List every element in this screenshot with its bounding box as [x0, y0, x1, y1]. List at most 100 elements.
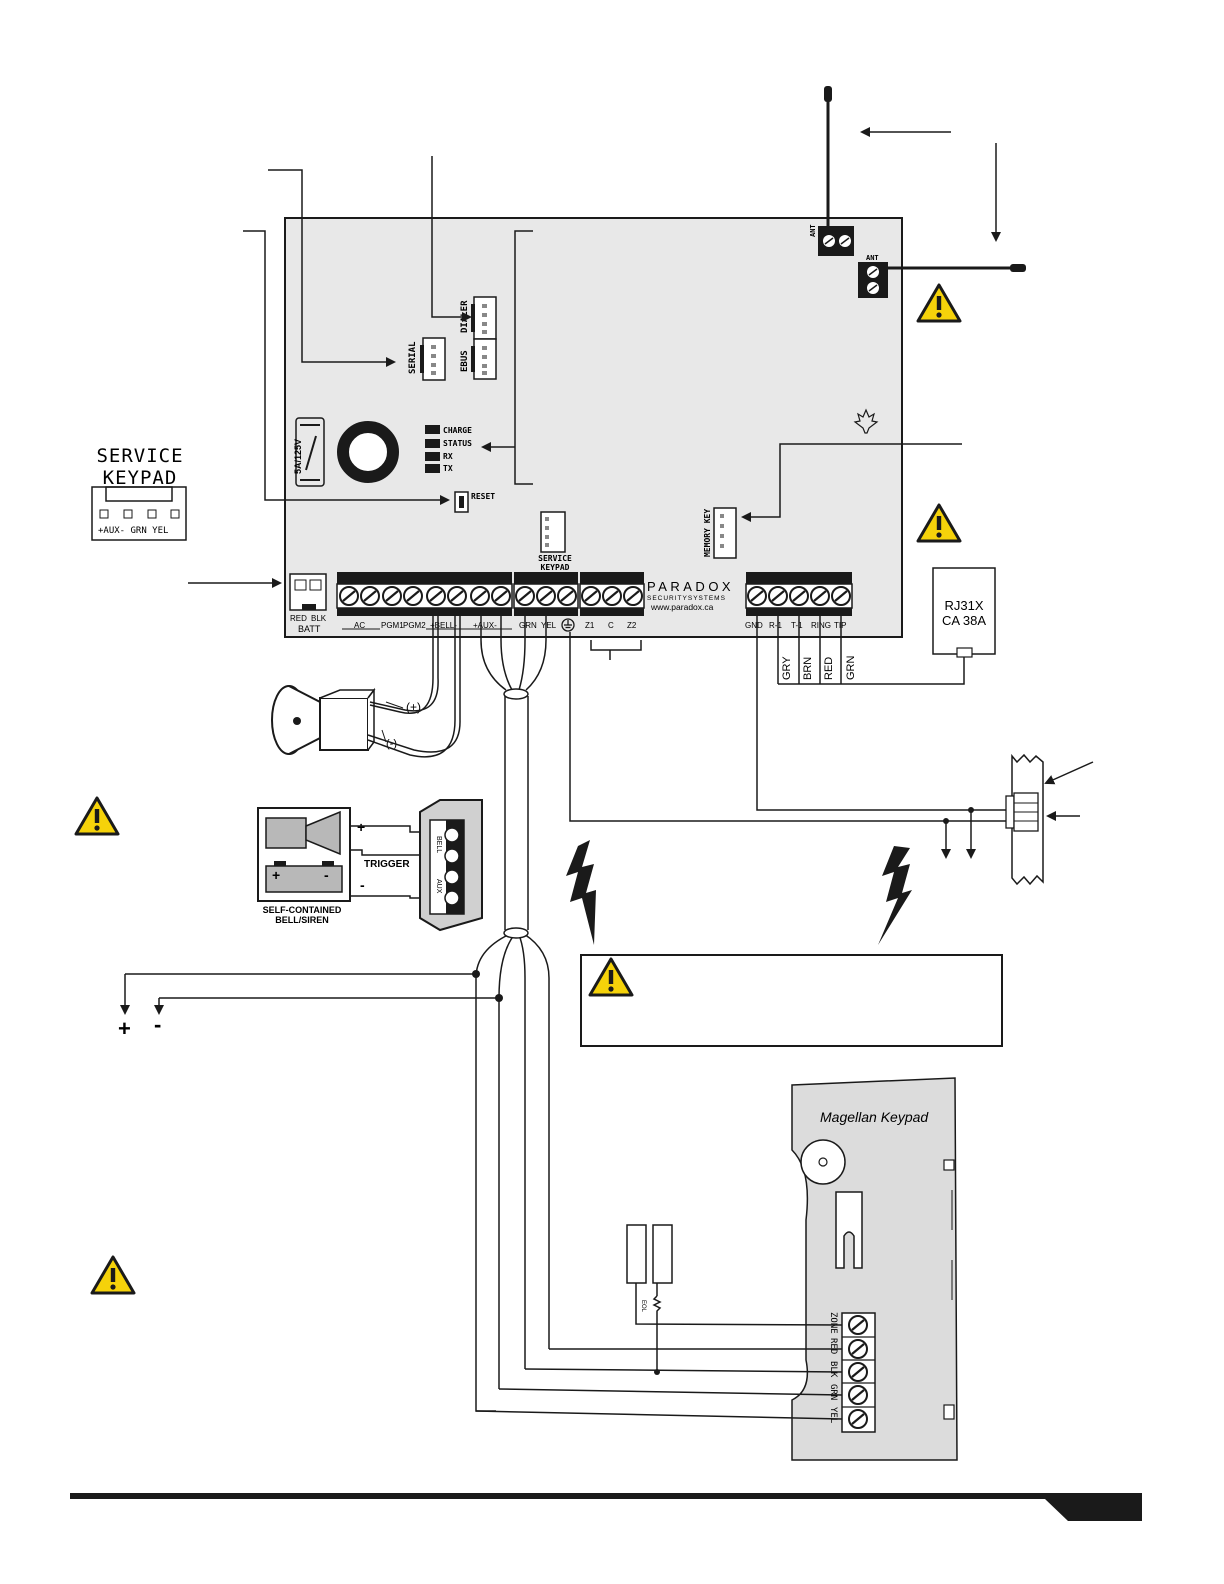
terminal-block-zones	[579, 572, 645, 616]
warning-icon-telephone	[916, 503, 962, 543]
power-plus-label: +	[118, 1016, 131, 1041]
led-rx-label: RX	[443, 452, 453, 461]
bell-minus-label: -	[360, 877, 365, 893]
magellan-keypad: Magellan Keypad ZONE RED BLK GRN YEL	[791, 1077, 958, 1461]
jack-label-1: RJ31X	[944, 598, 983, 613]
keypad-terminal-wires	[475, 1283, 843, 1420]
label-c: C	[608, 621, 614, 630]
label-gnd: GND	[745, 621, 763, 630]
ebus-connector: EBUS	[460, 338, 497, 380]
batt-blk-label: BLK	[311, 614, 327, 623]
power-leads	[120, 973, 499, 1015]
brand-name: PARADOX	[647, 579, 734, 594]
paradox-logo: PARADOX SECURITYSYSTEMS www.paradox.ca	[647, 579, 734, 612]
warning-notice-box	[580, 954, 1003, 1047]
terminal-block-main	[336, 572, 513, 616]
jack-label-2: CA 38A	[942, 613, 986, 628]
led-charge-label: CHARGE	[443, 426, 472, 435]
label-r1: R-1	[769, 621, 782, 630]
batt-red-label: RED	[290, 614, 307, 623]
label-pgm1: PGM1	[381, 621, 404, 630]
callout-leaders	[188, 127, 1094, 821]
service-keypad-board-label-1: SERVICE	[538, 554, 572, 563]
rj31x-jack: RJ31X CA 38A	[932, 567, 996, 658]
antenna-terminal-right: ANT	[858, 254, 888, 298]
wire-brn: BRN	[802, 657, 814, 680]
self-contained-bell-siren: + - + - TRIGGER SELF-CONTAINED BELL/SIRE…	[257, 807, 410, 925]
buzzer	[337, 421, 399, 483]
fuse-rating-label: 5A/125V	[293, 439, 303, 474]
door-contacts	[626, 1224, 673, 1284]
trigger-label: TRIGGER	[364, 859, 410, 870]
serial-label: SERIAL	[408, 341, 418, 374]
ground-rod	[1005, 753, 1044, 886]
dialer-connector: DIALER	[460, 296, 497, 340]
bell-aux-terminal: BELL AUX	[419, 799, 483, 932]
keypad-title: Magellan Keypad	[820, 1109, 929, 1125]
service-keypad-inset: SERVICE KEYPAD +AUX- GRN YEL	[91, 445, 187, 541]
label-yel: YEL	[541, 621, 557, 630]
service-keypad-connector: SERVICE KEYPAD	[538, 511, 572, 572]
keypad-grn-label: GRN	[828, 1384, 838, 1400]
keypad-blk-label: BLK	[828, 1361, 838, 1378]
terminal-block-keypad	[513, 572, 579, 616]
cable-sheath-bottom	[503, 927, 529, 939]
service-keypad-pins: +AUX- GRN YEL	[98, 526, 168, 536]
reset-button: RESET	[454, 491, 495, 513]
brand-url: www.paradox.ca	[650, 602, 714, 612]
warning-icon-bell	[74, 796, 120, 836]
battery-plus-symbol: +	[272, 867, 280, 883]
bell-plus-label: +	[357, 819, 365, 835]
label-tip: TIP	[834, 621, 846, 630]
keypad-red-label: RED	[828, 1338, 838, 1354]
ebus-label: EBUS	[460, 350, 470, 372]
status-leds: CHARGE STATUS RX TX	[425, 425, 472, 473]
zone-bracket	[590, 640, 642, 660]
service-keypad-board-label-2: KEYPAD	[541, 563, 570, 572]
battery-minus-symbol: -	[324, 867, 329, 883]
label-grn: GRN	[519, 621, 537, 630]
cable-sheath-top	[503, 688, 529, 700]
wire-grn: GRN	[845, 656, 857, 681]
siren-speaker: (+) (-)	[271, 685, 421, 755]
siren-minus-label: (-)	[386, 738, 397, 750]
wire-red: RED	[823, 657, 835, 680]
antenna-vertical	[824, 86, 832, 228]
antenna-terminal-top: ANT	[809, 224, 854, 256]
ground-icon	[561, 618, 575, 632]
telephone-wiring	[569, 616, 1008, 859]
maple-leaf-icon	[853, 408, 879, 434]
aux-terminal-label: AUX	[435, 879, 442, 894]
led-tx-label: TX	[443, 464, 453, 473]
label-aux: +AUX-	[473, 621, 497, 630]
brand-tagline: SECURITYSYSTEMS	[647, 595, 726, 602]
serial-connector: SERIAL	[408, 337, 446, 381]
fuse: 5A/125V	[293, 417, 325, 487]
label-t1: T-1	[791, 621, 803, 630]
label-bell: +BELL-	[430, 621, 457, 630]
keypad-cable	[475, 616, 550, 1412]
terminal-labels: AC PGM1 PGM2 +BELL- +AUX- GRN YEL Z1 C Z…	[342, 618, 846, 632]
label-z1: Z1	[585, 621, 595, 630]
reset-label: RESET	[471, 492, 495, 501]
wire-gry: GRY	[781, 656, 793, 680]
control-panel-board	[284, 217, 903, 638]
led-status-label: STATUS	[443, 439, 472, 448]
ant-top-label: ANT	[809, 224, 817, 237]
bell-siren-caption-2: BELL/SIREN	[275, 915, 329, 925]
warning-icon-antenna	[916, 283, 962, 323]
power-minus-label: -	[154, 1012, 161, 1037]
batt-label: BATT	[298, 624, 321, 634]
label-z2: Z2	[627, 621, 637, 630]
memory-key-label: MEMORY KEY	[703, 509, 712, 557]
keypad-yel-label: YEL	[828, 1407, 838, 1423]
antenna-horizontal	[888, 264, 1026, 272]
phone-wire-labels: GRY BRN RED GRN	[781, 656, 857, 681]
battery-connector: RED BLK BATT	[289, 573, 327, 634]
ant-right-label: ANT	[866, 254, 879, 262]
label-ring: RING	[811, 621, 831, 630]
terminal-block-telephone	[745, 572, 853, 616]
service-keypad-title-2: KEYPAD	[103, 467, 178, 489]
lightning-bolt-icon-left	[566, 840, 596, 945]
